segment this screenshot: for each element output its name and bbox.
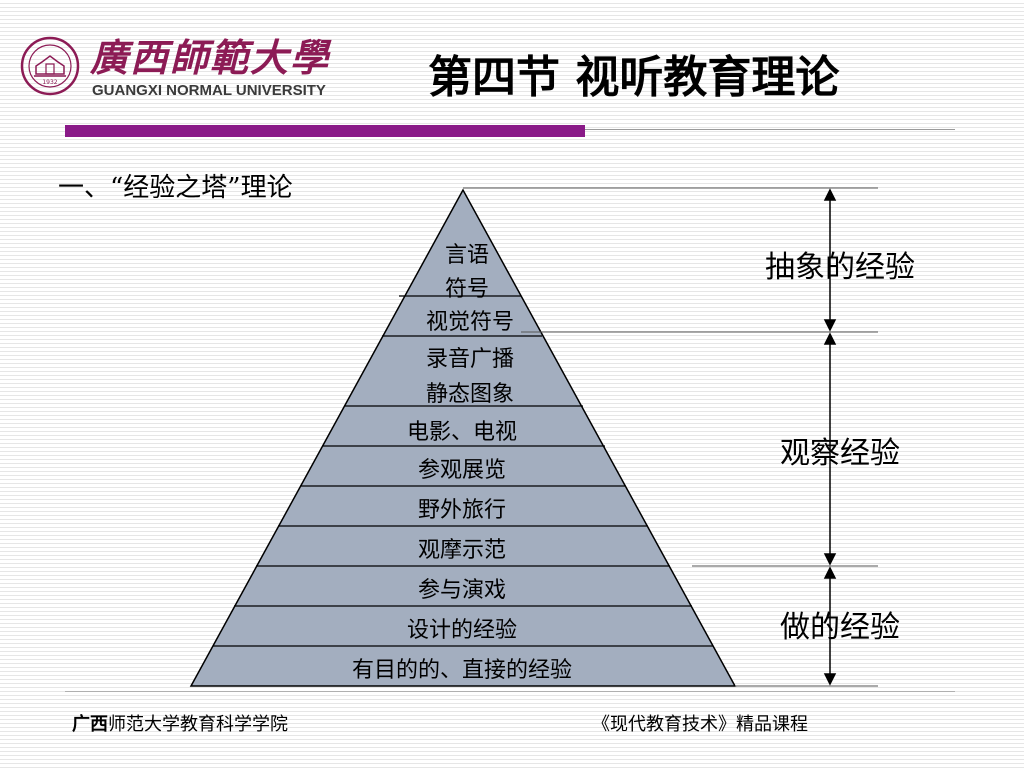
tier-label-field-trips: 野外旅行 (418, 498, 506, 523)
university-name-cn: 廣西師範大學 (90, 35, 331, 80)
tier-label-recordings-radio: 录音广播 (426, 347, 514, 372)
footer-course-name: 《现代教育技术》精品课程 (592, 714, 808, 735)
tier-label-symbols: 符号 (445, 277, 489, 302)
section-heading: 一、“经验之塔”理论 (58, 173, 293, 203)
tier-label-contrived: 设计的经验 (407, 618, 517, 643)
tier-label-dramatized: 参与演戏 (418, 578, 506, 603)
category-boundary-lines (463, 187, 878, 687)
university-emblem-icon: 1932 (20, 36, 80, 96)
category-label-abstract: 抽象的经验 (765, 250, 915, 285)
tier-label-demonstrations: 观摩示范 (418, 538, 506, 563)
title-accent-bar (65, 125, 585, 137)
emblem-year: 1932 (42, 79, 57, 86)
tier-label-film-tv: 电影、电视 (407, 420, 517, 445)
tier-label-direct-purposeful: 有目的的、直接的经验 (352, 658, 572, 683)
slide-title: 第四节 视听教育理论 (428, 52, 840, 103)
tier-label-exhibits: 参观展览 (418, 458, 506, 483)
tier-label-visual-symbols: 视觉符号 (426, 310, 514, 335)
tier-label-still-pictures: 静态图象 (426, 382, 514, 407)
pyramid-tier-dividers (213, 295, 713, 647)
title-divider-line (585, 129, 955, 130)
range-arrows (823, 188, 837, 686)
footer-institution-bold: 广西 (72, 714, 108, 735)
footer-institution-rest: 师范大学教育科学学院 (108, 714, 288, 735)
tier-label-verbal: 言语 (445, 243, 489, 268)
pyramid-shape (189, 188, 737, 687)
footer-institution: 广西师范大学教育科学学院 (72, 712, 392, 738)
category-label-doing: 做的经验 (780, 610, 900, 645)
footer-divider-line (65, 691, 955, 692)
category-label-observing: 观察经验 (780, 436, 900, 471)
university-name-en: GUANGXI NORMAL UNIVERSITY (92, 82, 326, 99)
university-logo: 1932 廣西師範大學 GUANGXI NORMAL UNIVERSITY (20, 36, 350, 102)
